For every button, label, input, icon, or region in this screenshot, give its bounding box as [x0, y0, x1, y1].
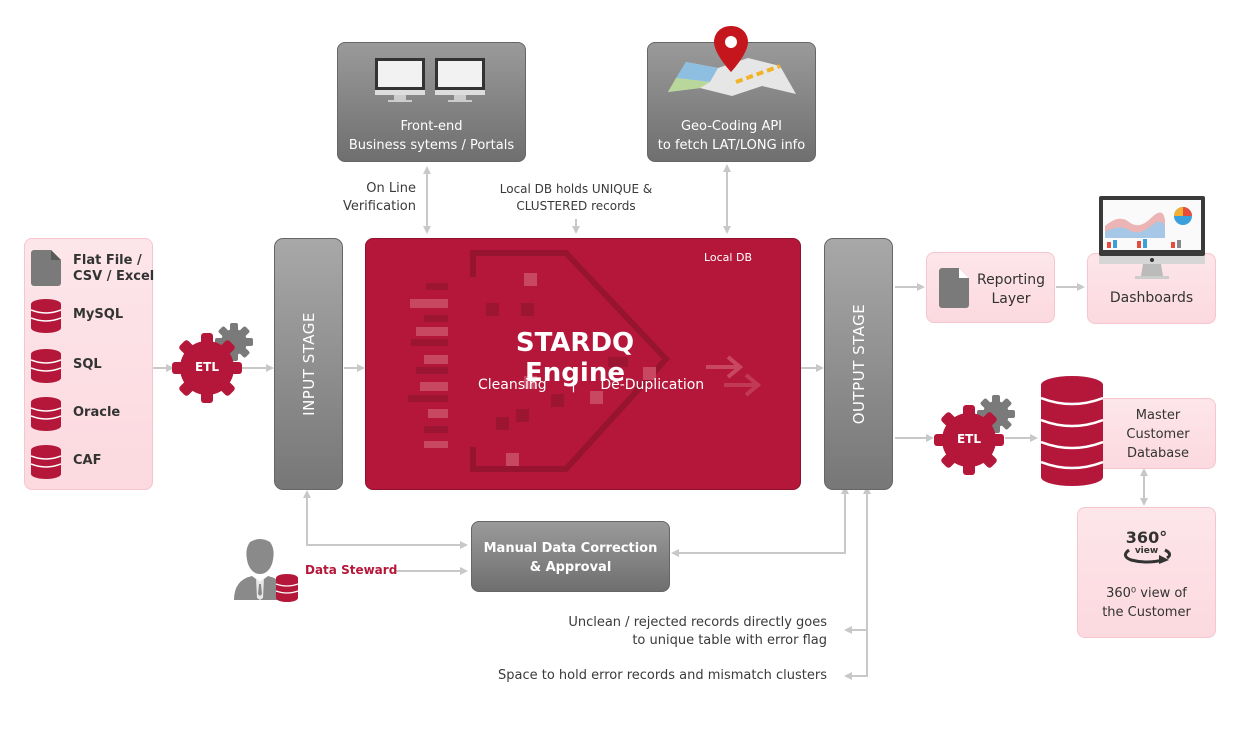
error-space-note: Space to hold error records and mismatch…: [497, 668, 827, 683]
source-label: Oracle: [73, 405, 121, 420]
deduplication-label: De-Duplication: [600, 377, 705, 393]
subtitle-separator: |: [571, 377, 576, 393]
source-sql[interactable]: SQL: [25, 349, 155, 383]
gear-icon: [934, 395, 1015, 475]
master-line1: Master: [1135, 408, 1181, 423]
unclean-line1: Unclean / rejected records directly goes: [568, 615, 827, 630]
online-line2: Verification: [342, 199, 416, 214]
engine-title: STARDQ Engine: [515, 328, 635, 388]
source-label: CAF: [73, 453, 102, 468]
file-icon: [31, 250, 61, 286]
online-line1: On Line: [366, 181, 416, 196]
person-icon: [234, 539, 299, 602]
master-line2: Customer: [1126, 427, 1190, 442]
source-label: MySQL: [73, 307, 124, 322]
source-label: SQL: [73, 357, 102, 372]
arrow-output-errors: [844, 486, 871, 680]
monitor-icon: [375, 58, 485, 102]
frontend-systems[interactable]: Front-end Business sytems / Portals: [337, 42, 526, 162]
source-label-line2: CSV / Excel: [73, 269, 155, 284]
reporting-line1: Reporting: [976, 272, 1046, 288]
database-icon: [31, 397, 61, 431]
arrow-manual-input: [303, 490, 466, 546]
stardq-engine[interactable]: Local DB STARDQ Engine Cleansing | De-Du…: [365, 238, 801, 490]
output-stage-label: OUTPUT STAGE: [849, 303, 868, 425]
manual-line1: Manual Data Correction: [483, 541, 658, 556]
source-mysql[interactable]: MySQL: [25, 299, 155, 333]
engine-decoration: [408, 250, 762, 472]
etl-output-label: ETL: [956, 432, 982, 446]
source-caf[interactable]: CAF: [25, 445, 155, 479]
localdb-line1: Local DB holds UNIQUE &: [499, 182, 653, 196]
badge-number: 360°: [1125, 528, 1168, 547]
gear-icon: [172, 323, 253, 403]
source-oracle[interactable]: Oracle: [25, 397, 155, 431]
view360-line1: 360⁰ view of: [1106, 586, 1187, 601]
localdb-line2: CLUSTERED records: [516, 199, 636, 213]
database-icon: [31, 445, 61, 479]
badge-word: view: [1134, 546, 1159, 556]
reporting-layer[interactable]: Reporting Layer: [926, 252, 1055, 323]
localdb-note: Local DB holds UNIQUE & CLUSTERED record…: [486, 181, 666, 215]
database-icon: [1041, 376, 1103, 486]
input-stage[interactable]: INPUT STAGE: [274, 238, 343, 490]
dashboards-label: Dashboards: [1109, 290, 1194, 306]
dashboard-monitor-icon: [1099, 196, 1205, 279]
etl-output-node[interactable]: ETL: [934, 394, 1018, 476]
unclean-line2: to unique table with error flag: [632, 633, 827, 648]
online-verification-label: On Line Verification: [330, 180, 416, 216]
view360-line2: the Customer: [1102, 605, 1191, 620]
reporting-line2: Layer: [991, 291, 1031, 307]
etl-input-node[interactable]: ETL: [172, 322, 256, 404]
frontend-line1: Front-end: [400, 119, 463, 134]
source-flat-file[interactable]: Flat File / CSV / Excel: [25, 249, 155, 289]
etl-input-label: ETL: [194, 360, 220, 374]
geocoding-line2: to fetch LAT/LONG info: [657, 138, 806, 153]
file-icon: [939, 268, 969, 308]
geocoding-line1: Geo-Coding API: [680, 119, 783, 134]
master-line3: Database: [1126, 446, 1190, 461]
database-icon: [31, 349, 61, 383]
map-pin-icon: [668, 26, 796, 96]
manual-line2: & Approval: [529, 560, 612, 575]
arrow-output-manual: [671, 486, 849, 557]
rotate-arrow-icon: [1123, 548, 1171, 564]
view-360-badge-icon: 360° view: [1078, 530, 1215, 564]
data-steward-label: Data Steward: [305, 563, 398, 577]
source-label-line1: Flat File /: [73, 253, 142, 268]
cleansing-label: Cleansing: [478, 377, 547, 393]
manual-data-correction[interactable]: Manual Data Correction & Approval: [471, 521, 670, 592]
customer-360-view[interactable]: 360° view 360⁰ view of the Customer: [1077, 507, 1216, 638]
unclean-records-note: Unclean / rejected records directly goes…: [520, 614, 827, 650]
input-stage-label: INPUT STAGE: [299, 312, 318, 416]
output-stage[interactable]: OUTPUT STAGE: [824, 238, 893, 490]
frontend-line2: Business sytems / Portals: [348, 138, 515, 153]
database-icon: [31, 299, 61, 333]
data-sources-panel: Flat File / CSV / Excel MySQL SQL Oracle…: [24, 238, 155, 490]
engine-subtitle: Cleansing | De-Duplication: [478, 377, 758, 393]
local-db-label: Local DB: [703, 251, 752, 264]
